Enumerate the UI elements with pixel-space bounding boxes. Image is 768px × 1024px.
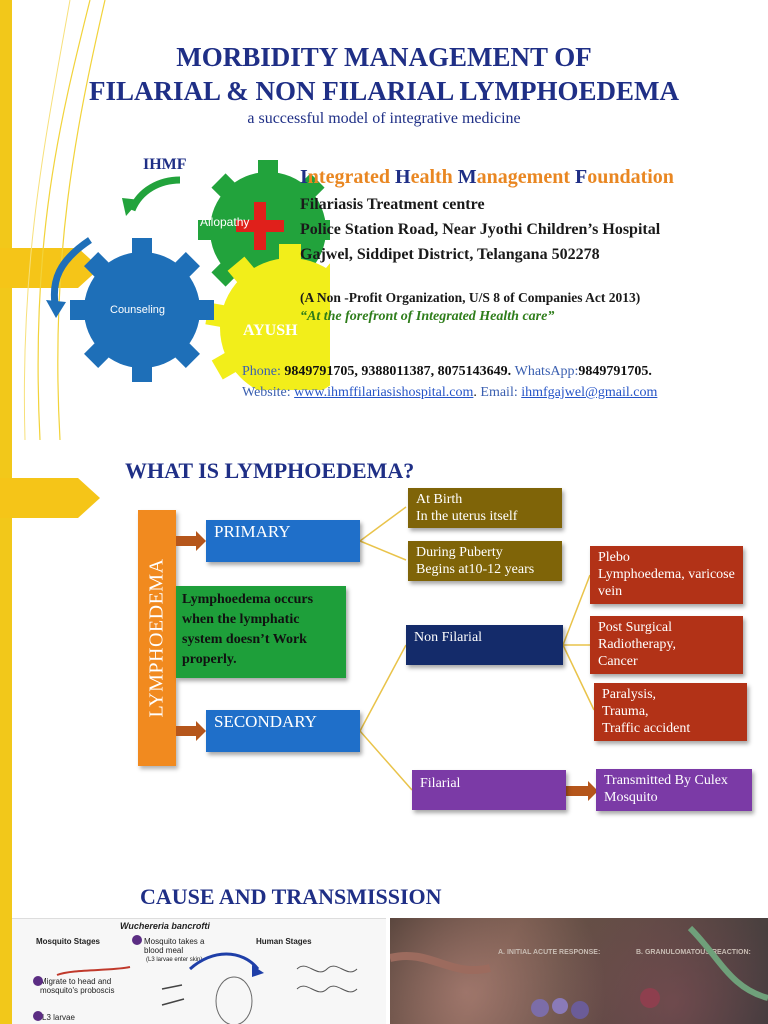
l3-label: L3 larvae	[42, 1013, 75, 1022]
paralysis-box: Paralysis, Trauma, Traffic accident	[594, 683, 747, 741]
arrow-tab	[0, 248, 100, 288]
org-address1: Police Station Road, Near Jyothi Childre…	[300, 221, 661, 238]
puberty-box: During Puberty Begins at10-12 years	[408, 541, 562, 581]
contact-phone: Phone: 9849791705, 9388011387, 807514364…	[242, 364, 652, 379]
at-birth-box: At Birth In the uterus itself	[408, 488, 562, 528]
mosquito-stages-label: Mosquito Stages	[36, 937, 101, 946]
gear-icon	[70, 238, 214, 382]
org-centre: Filariasis Treatment centre	[300, 196, 485, 213]
lifecycle-diagram: Wuchereria bancrofti Mosquito Stages Hum…	[12, 918, 386, 1024]
page-title-line2: FILARIAL & NON FILARIAL LYMPHOEDEMA	[88, 76, 680, 106]
immune-response-illustration: A. INITIAL ACUTE RESPONSE: B. GRANULOMAT…	[390, 918, 768, 1024]
org-address2: Gajwel, Siddipet District, Telangana 502…	[300, 246, 600, 263]
page-subtitle: a successful model of integrative medici…	[247, 110, 521, 127]
step8-label: Migrate to head and mosquito's proboscis	[40, 977, 115, 995]
swoosh-decoration	[23, 0, 106, 440]
primary-box: PRIMARY	[206, 520, 360, 562]
section-heading-lymphoedema: WHAT IS LYMPHOEDEMA?	[125, 458, 415, 483]
email-link[interactable]: ihmfgajwel@gmail.com	[521, 385, 658, 400]
arrow-tab	[0, 478, 100, 518]
step1-label: Mosquito takes a blood meal	[144, 937, 205, 955]
contact-web: Website: www.ihmffilariasishospital.com.…	[242, 385, 658, 400]
ihmf-label: IHMF	[143, 156, 187, 173]
ayush-label: AYUSH	[243, 322, 298, 339]
allopathy-label: Allopathy	[200, 215, 250, 229]
acute-response-title: A. INITIAL ACUTE RESPONSE:	[498, 949, 601, 956]
section-heading-cause: CAUSE AND TRANSMISSION	[140, 884, 442, 909]
species-label: Wuchereria bancrofti	[120, 921, 210, 931]
definition-box: Lymphoedema occurs when the lymphatic sy…	[176, 586, 346, 678]
gear-logo	[46, 160, 330, 390]
counseling-label: Counseling	[110, 304, 166, 316]
org-name: Integrated Health Management Foundation	[300, 166, 674, 188]
website-link[interactable]: www.ihmffilariasishospital.com	[294, 385, 474, 400]
org-name-cap: I	[300, 166, 308, 188]
granulomatous-title: B. GRANULOMATOUS REACTION:	[636, 949, 751, 956]
filarial-box: Filarial	[412, 770, 566, 810]
secondary-box: SECONDARY	[206, 710, 360, 752]
page-title-line1: MORBIDITY MANAGEMENT OF	[176, 42, 592, 72]
human-stages-label: Human Stages	[256, 937, 312, 946]
post-surgical-box: Post Surgical Radiotherapy, Cancer	[590, 616, 743, 674]
step1-note: (L3 larvae enter skin)	[146, 957, 203, 963]
org-nonprofit: (A Non -Profit Organization, U/S 8 of Co…	[300, 290, 641, 305]
non-filarial-box: Non Filarial	[406, 625, 563, 665]
org-motto: “At the forefront of Integrated Health c…	[300, 309, 555, 324]
gear-icon	[205, 244, 330, 390]
culex-box: Transmitted By Culex Mosquito	[596, 769, 752, 811]
plebo-box: Plebo Lymphoedema, varicose vein	[590, 546, 743, 604]
lymphoedema-vertical-bar: LYMPHOEDEMA	[138, 510, 176, 766]
red-cross-icon	[236, 202, 284, 250]
